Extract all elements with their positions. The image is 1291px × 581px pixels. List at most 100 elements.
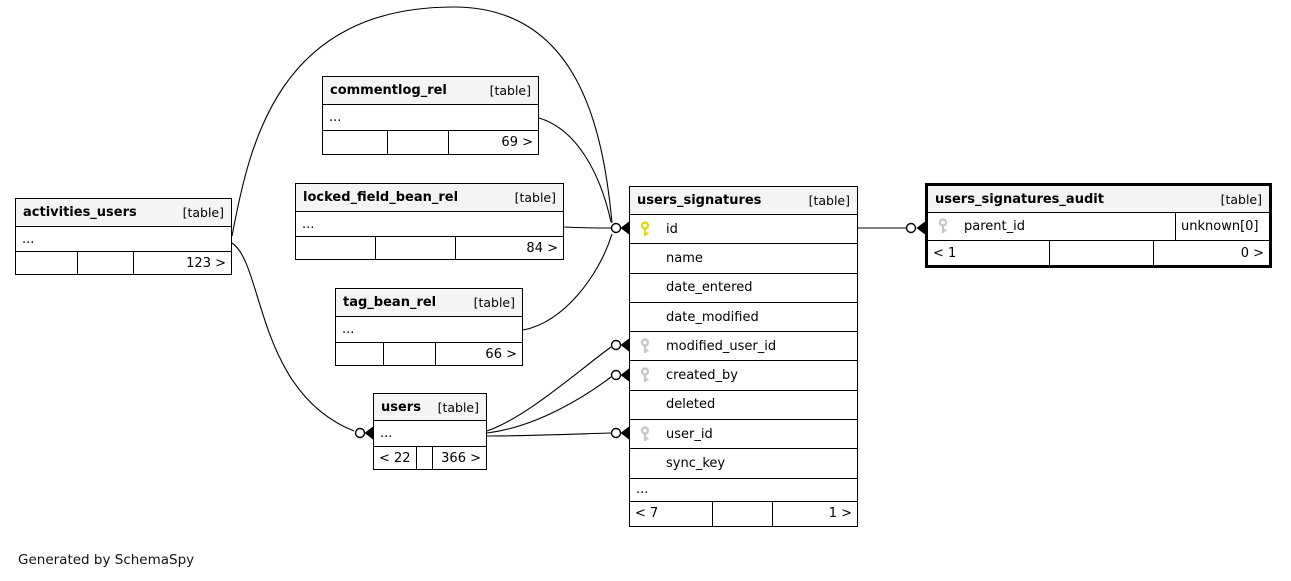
table-type-label: [table] [182, 205, 224, 220]
table-footer: < 7 1 > [630, 501, 857, 526]
table-header: tag_bean_rel [table] [336, 289, 522, 317]
column-name: parent_id [964, 219, 1025, 234]
footer-cell [78, 252, 134, 274]
column-row-modified-user-id: modified_user_id [630, 332, 857, 362]
table-header: users_signatures [table] [630, 187, 857, 215]
table-footer: < 1 0 > [928, 241, 1269, 265]
column-row-date-modified: date_modified [630, 302, 857, 333]
column-type: unknown[0] [1175, 213, 1269, 240]
footer-children-count: 366 > [441, 450, 481, 466]
footer-children-count: 84 > [526, 240, 558, 256]
connector-circle-icon [610, 222, 622, 234]
relationship-line-users-to-user-id [486, 432, 612, 437]
table-footer: 69 > [323, 131, 538, 154]
table-type-label: [table] [808, 193, 850, 208]
column-name: name [666, 250, 703, 266]
connector-arrow-icon [364, 426, 373, 440]
columns-ellipsis: ... [336, 317, 522, 343]
table-name[interactable]: commentlog_rel [330, 83, 447, 98]
table-header: activities_users [table] [16, 199, 231, 227]
connector-arrow-icon [620, 368, 629, 382]
footer-parents-count: < 7 [630, 501, 713, 526]
footer-cell [336, 343, 384, 365]
connector-circle-icon [610, 369, 622, 381]
table-name[interactable]: users_signatures [637, 193, 762, 208]
table-locked-field-bean-rel[interactable]: locked_field_bean_rel [table] ... 84 > [295, 183, 564, 260]
column-name: date_modified [666, 309, 759, 325]
relationship-line-locked-to-signatures [563, 226, 612, 229]
footer-children-count: 123 > [186, 255, 226, 271]
table-footer: < 22 366 > [374, 447, 486, 469]
column-row-created-by: created_by [630, 361, 857, 391]
table-type-label: [table] [1220, 191, 1262, 207]
table-tag-bean-rel[interactable]: tag_bean_rel [table] ... 66 > [335, 288, 523, 366]
relationship-line-users-to-created-by [486, 376, 612, 434]
columns-ellipsis: ... [323, 105, 538, 131]
connector-arrow-icon [916, 221, 925, 235]
table-type-label: [table] [437, 399, 479, 415]
column-name: id [666, 221, 678, 237]
table-type-label: [table] [489, 83, 531, 98]
column-row-name: name [630, 244, 857, 274]
table-footer: 66 > [336, 343, 522, 365]
column-name: created_by [666, 368, 738, 384]
table-commentlog-rel[interactable]: commentlog_rel [table] ... 69 > [322, 76, 539, 155]
table-footer: 84 > [296, 237, 563, 259]
table-type-label: [table] [514, 190, 556, 205]
column-row-date-entered: date_entered [630, 273, 857, 303]
connector-arrow-icon [620, 426, 629, 440]
columns-ellipsis: ... [374, 421, 486, 447]
columns-ellipsis: ... [630, 478, 857, 502]
column-row-id: id [630, 215, 857, 245]
foreign-key-icon [640, 367, 650, 383]
table-name[interactable]: users_signatures_audit [935, 191, 1104, 207]
generator-credit: Generated by SchemaSpy [18, 552, 195, 568]
footer-children-count: 69 > [501, 135, 533, 150]
connector-circle-icon [905, 222, 917, 234]
table-name[interactable]: tag_bean_rel [343, 295, 437, 310]
footer-cell [384, 343, 436, 365]
connector-arrow-icon [620, 221, 629, 235]
column-row-deleted: deleted [630, 390, 857, 421]
footer-children-count: 0 > [1240, 245, 1264, 261]
table-users[interactable]: users [table] ... < 22 366 > [373, 393, 487, 470]
table-footer: 123 > [16, 252, 231, 274]
table-name[interactable]: activities_users [23, 205, 137, 220]
table-header: locked_field_bean_rel [table] [296, 184, 563, 212]
column-name: modified_user_id [666, 338, 777, 354]
column-name: date_entered [666, 280, 753, 296]
table-header: users [table] [374, 394, 486, 421]
table-type-label: [table] [473, 295, 515, 310]
table-users-signatures[interactable]: users_signatures [table] id name date_en… [629, 186, 858, 527]
footer-parents-count: < 22 [374, 447, 417, 469]
columns-ellipsis: ... [296, 212, 563, 237]
table-name[interactable]: locked_field_bean_rel [303, 190, 459, 205]
footer-cell [713, 501, 773, 526]
foreign-key-icon [938, 218, 948, 233]
foreign-key-icon [640, 426, 650, 441]
footer-children-count: 66 > [485, 346, 517, 362]
footer-cell [1050, 241, 1154, 265]
footer-children-count: 1 > [828, 506, 852, 522]
connector-arrow-icon [620, 338, 629, 352]
foreign-key-icon [640, 338, 650, 353]
connector-circle-icon [354, 427, 366, 439]
footer-cell [388, 131, 449, 154]
column-row-user-id: user_id [630, 420, 857, 450]
column-name: sync_key [666, 456, 726, 472]
table-activities-users[interactable]: activities_users [table] ... 123 > [15, 198, 232, 275]
table-users-signatures-audit[interactable]: users_signatures_audit [table] parent_id… [925, 183, 1272, 268]
footer-cell [323, 131, 388, 154]
footer-cell [16, 252, 78, 274]
column-name: deleted [666, 397, 716, 413]
footer-parents-count: < 1 [928, 241, 1050, 265]
column-name: user_id [666, 426, 713, 442]
footer-cell [376, 237, 456, 259]
table-header: commentlog_rel [table] [323, 77, 538, 105]
connector-circle-icon [610, 427, 622, 439]
primary-key-icon [640, 221, 650, 236]
columns-ellipsis: ... [16, 227, 231, 252]
table-name[interactable]: users [381, 399, 421, 415]
connector-circle-icon [610, 339, 622, 351]
